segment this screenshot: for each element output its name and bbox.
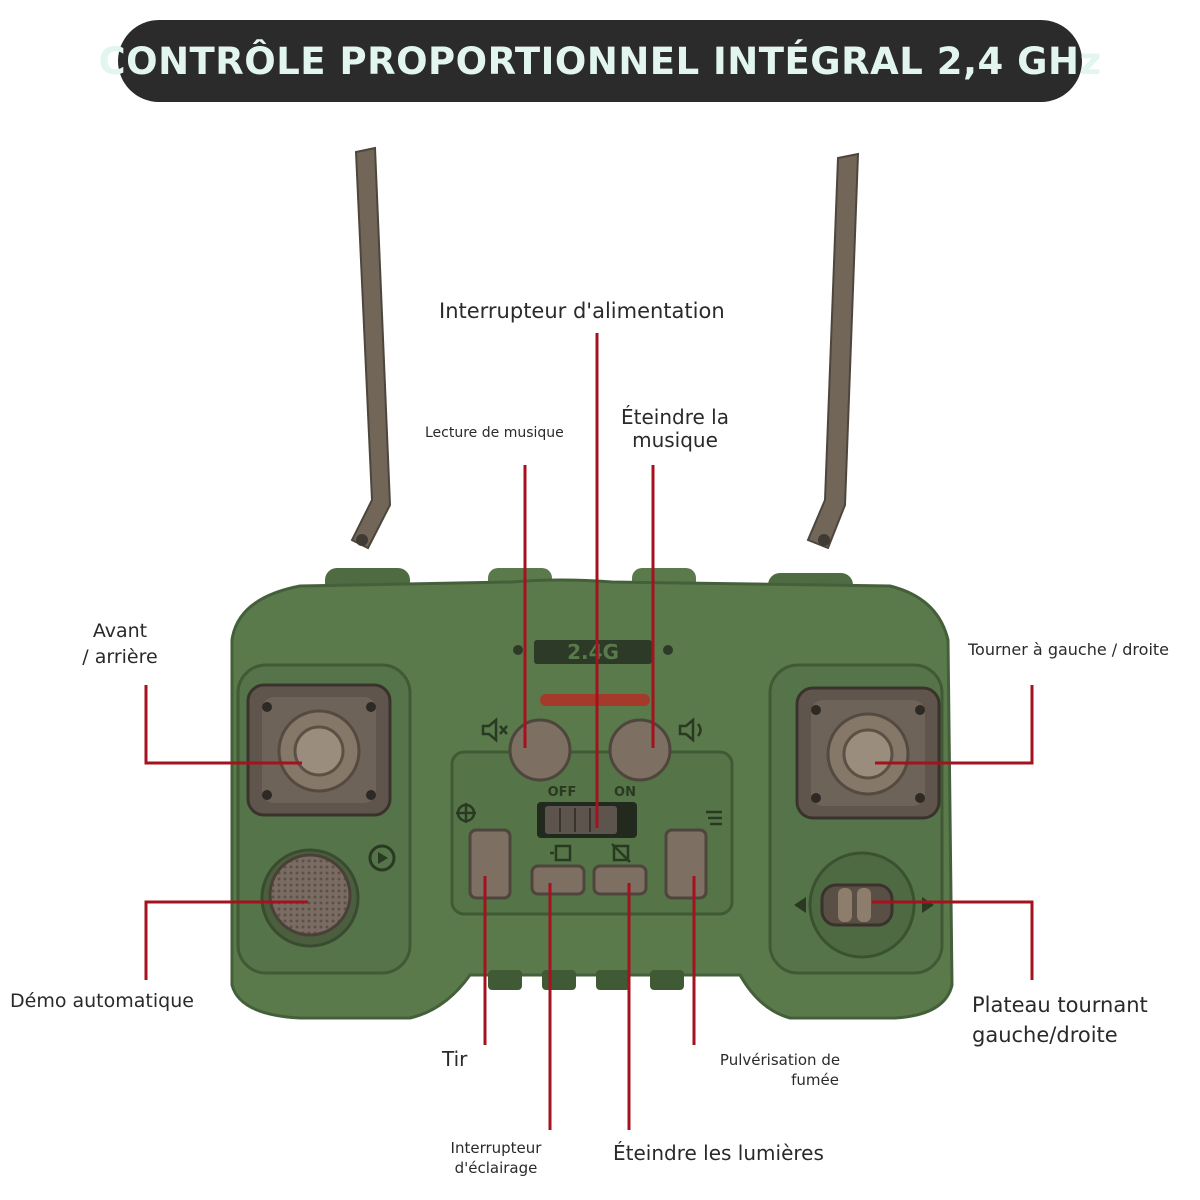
turret-left-arrow-icon [794, 897, 806, 913]
label-fire: Tir [442, 1047, 468, 1071]
left-antenna-hinge [356, 534, 368, 546]
frequency-badge-text: 2.4G [567, 640, 619, 664]
label-turret: Plateau tournant gauche/droite [972, 990, 1148, 1051]
label-turn-lr: Tourner à gauche / droite [968, 640, 1169, 659]
label-light-switch: Interrupteur d'éclairage [436, 1139, 556, 1178]
page-title: CONTRÔLE PROPORTIONNEL INTÉGRAL 2,4 GHz [98, 39, 1102, 83]
badge-dot-right [663, 645, 673, 655]
turret-rotation-slider[interactable] [808, 851, 916, 959]
label-lights-off: Éteindre les lumières [613, 1141, 824, 1165]
play-icon-triangle [378, 852, 388, 864]
light-switch-button[interactable] [530, 864, 586, 896]
smoke-icon [706, 810, 722, 826]
label-forward-back-line1: Avant [92, 620, 148, 642]
music-off-button[interactable] [508, 718, 572, 782]
label-forward-back-line2: / arrière [82, 645, 158, 668]
label-smoke-line1: Pulvérisation de [719, 1051, 841, 1069]
light-off-icon [611, 843, 631, 863]
switch-off-label: OFF [548, 785, 577, 800]
power-switch-slider[interactable] [545, 806, 617, 834]
auto-demo-button[interactable] [260, 848, 360, 948]
label-turret-line1: Plateau tournant [972, 993, 1148, 1017]
right-antenna-hinge [818, 534, 830, 546]
label-light-switch-line1: Interrupteur [450, 1139, 542, 1157]
label-music-off: Éteindre la musique [600, 406, 750, 452]
play-icon [368, 844, 396, 872]
title-banner: CONTRÔLE PROPORTIONNEL INTÉGRAL 2,4 GHz [98, 20, 1101, 102]
label-forward-back: Avant / arrière [62, 619, 178, 670]
speaker-mute-icon [481, 717, 508, 743]
fire-button[interactable] [468, 828, 512, 900]
badge-dot-left [513, 645, 523, 655]
label-turret-line2: gauche/droite [972, 1023, 1118, 1048]
speaker-on-icon [678, 717, 702, 743]
label-music-off-line2: musique [632, 428, 718, 452]
label-smoke: Pulvérisation de fumée [705, 1051, 855, 1090]
left-joystick[interactable] [246, 683, 392, 817]
music-play-button[interactable] [608, 718, 672, 782]
right-joystick[interactable] [795, 686, 941, 820]
leader-forward-back [144, 685, 302, 765]
lights-off-button[interactable] [592, 864, 648, 896]
crosshair-icon [456, 803, 476, 823]
leader-auto-demo [144, 900, 308, 980]
left-antenna [350, 146, 392, 550]
label-music-play: Lecture de musique [425, 425, 564, 441]
smoke-button[interactable] [664, 828, 708, 900]
frequency-badge [534, 640, 652, 664]
label-music-off-line1: Éteindre la [621, 405, 729, 429]
switch-on-label: ON [614, 785, 636, 800]
right-antenna [806, 152, 860, 550]
light-on-icon [550, 844, 572, 862]
label-auto-demo: Démo automatique [10, 990, 194, 1012]
leader-lines [144, 333, 1034, 1130]
label-light-switch-line2: d'éclairage [454, 1158, 538, 1177]
label-power-switch: Interrupteur d'alimentation [439, 299, 725, 323]
power-led [540, 694, 650, 706]
leader-turret [872, 900, 1034, 980]
label-smoke-line2: fumée [791, 1070, 839, 1089]
leader-turn-lr [875, 685, 1034, 765]
